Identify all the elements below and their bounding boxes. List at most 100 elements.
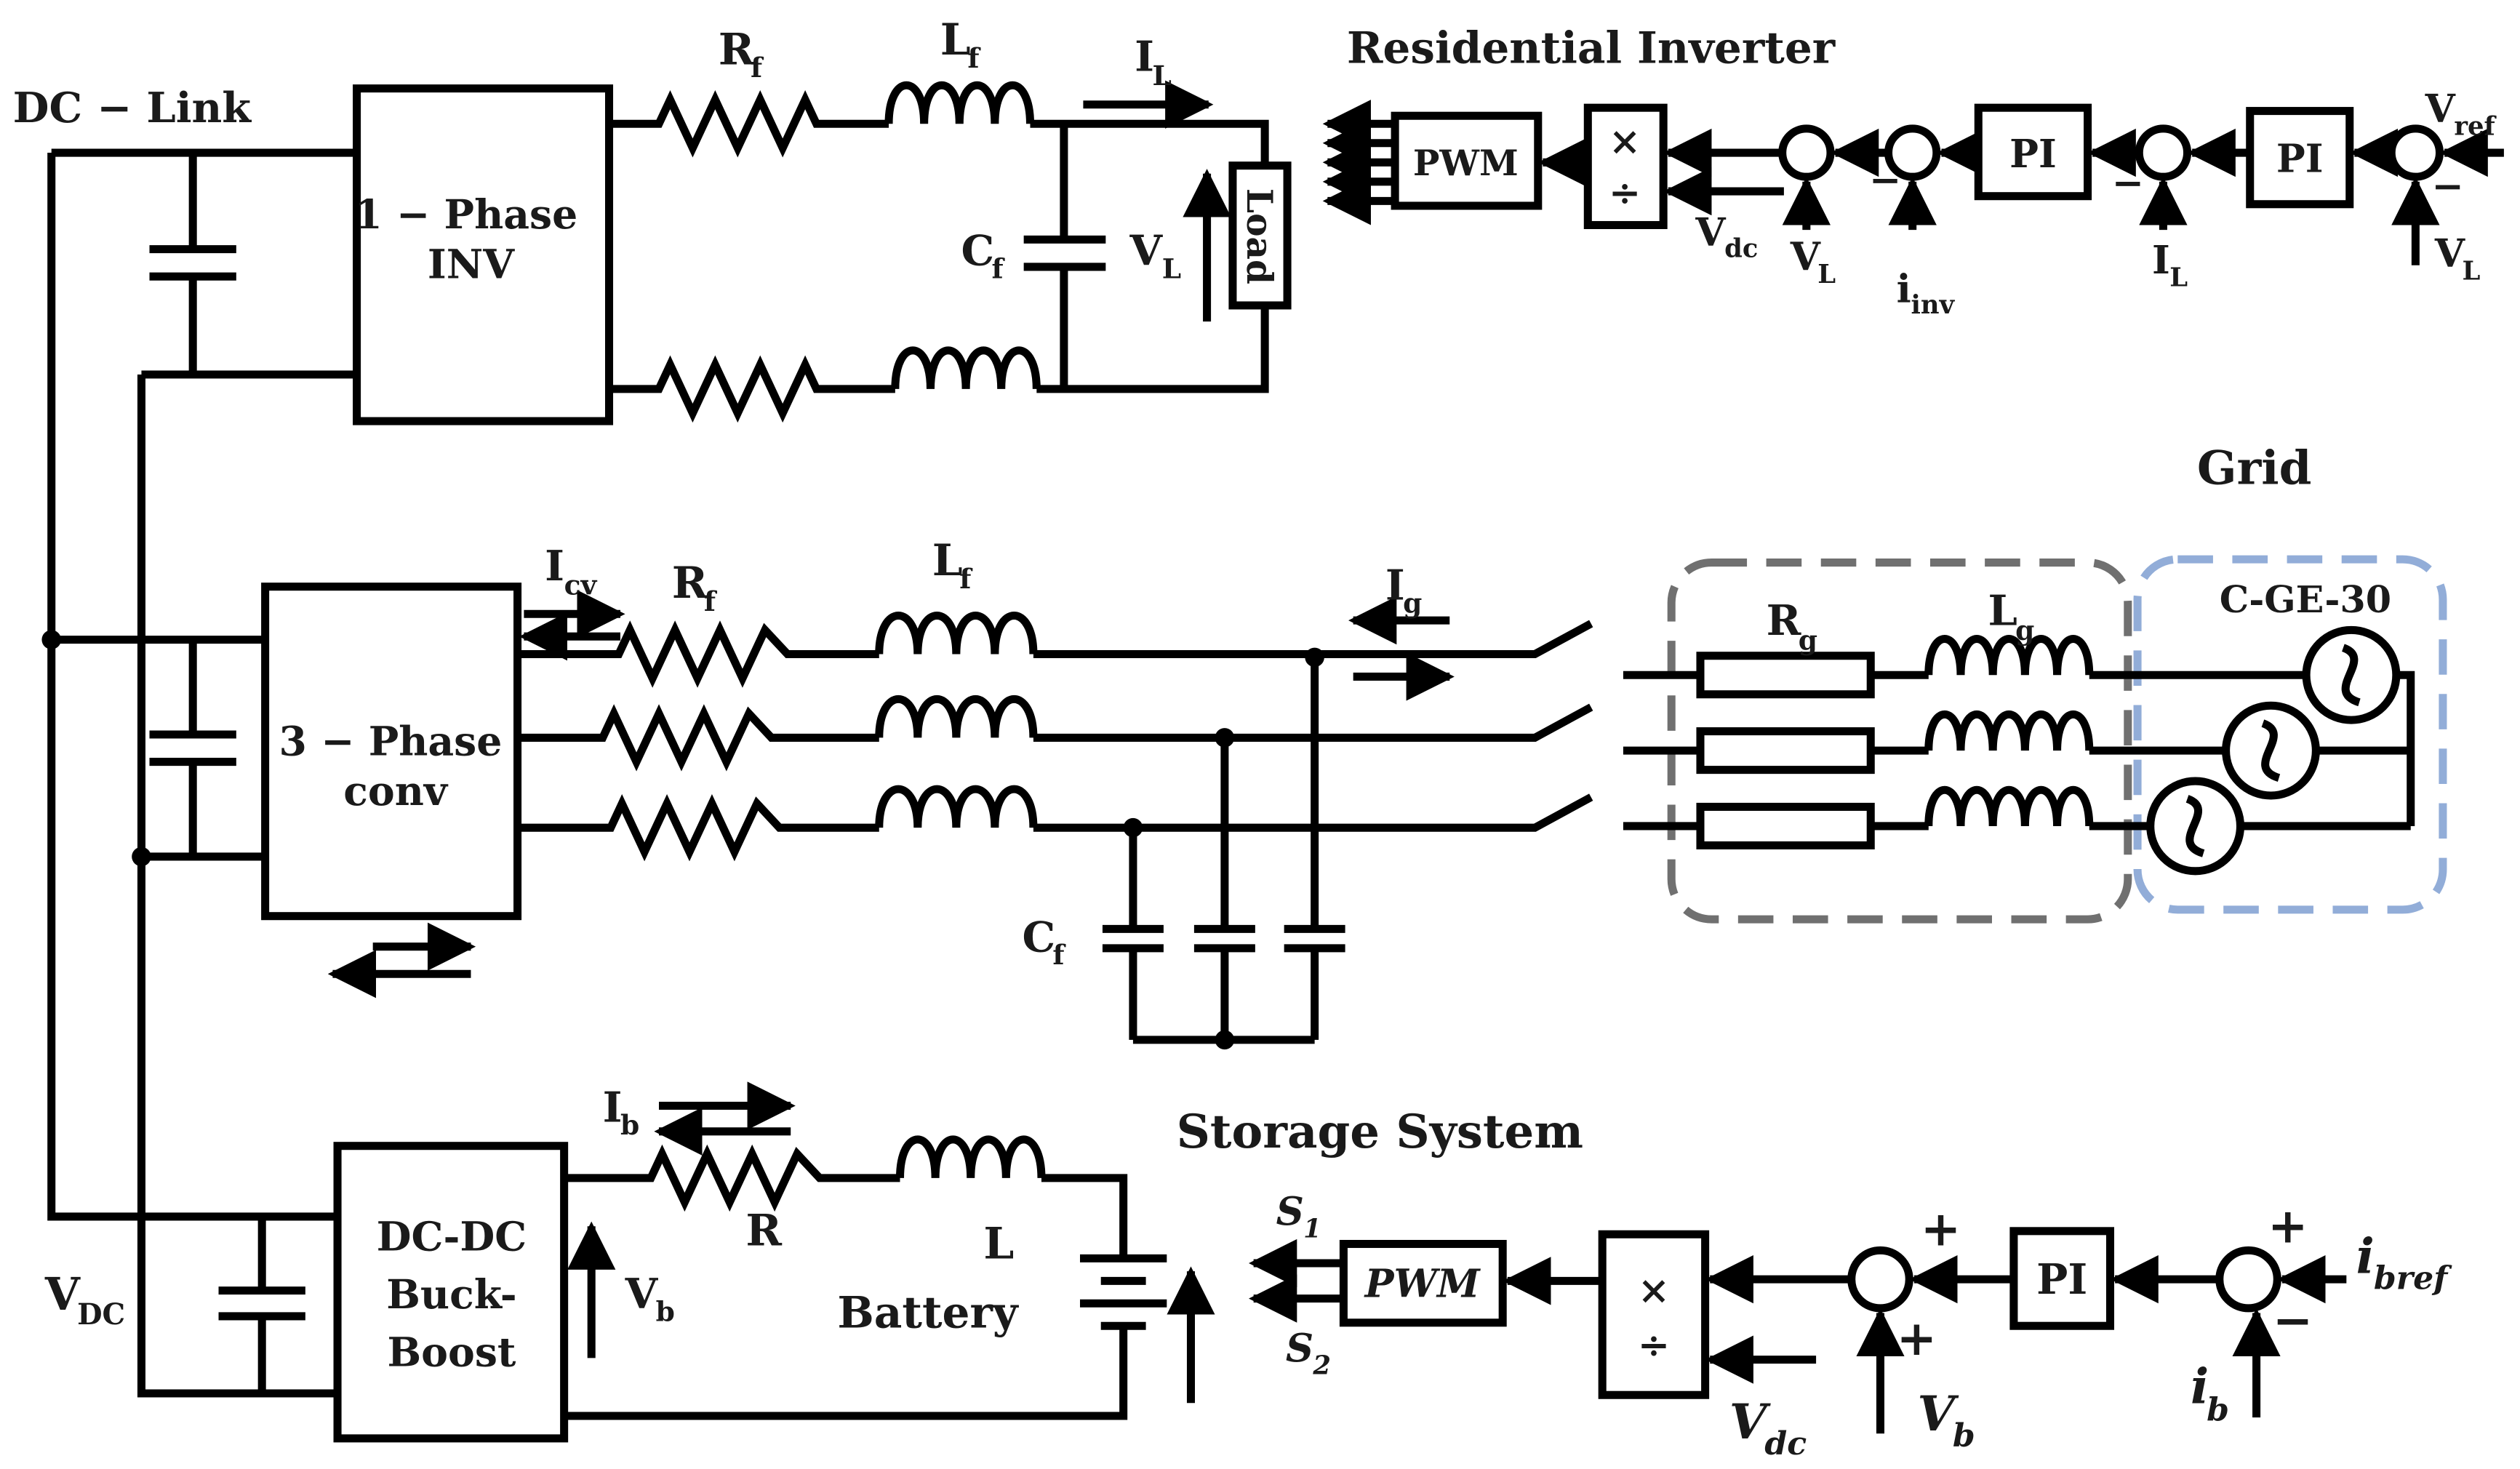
residential-vl-label: V L	[1790, 233, 1836, 289]
svg-text:I: I	[1135, 31, 1154, 81]
converter-power-flow-arrows	[327, 590, 1455, 998]
vl-top-label: V L	[1129, 226, 1182, 285]
storage-vb-label: V b	[1917, 1385, 1975, 1454]
svg-text:b: b	[656, 1296, 675, 1328]
svg-text:S: S	[1276, 1188, 1304, 1234]
storage-vdc-label: V dc	[1729, 1393, 1807, 1462]
svg-text:V: V	[625, 1269, 659, 1318]
dc-link-rails	[41, 148, 357, 1398]
svg-text:I: I	[545, 541, 564, 591]
svg-text:R: R	[672, 558, 708, 609]
dcdc-label-line1: DC-DC	[377, 1213, 527, 1260]
svg-text:1: 1	[1303, 1214, 1321, 1244]
storage-sign-plus-1: +	[1921, 1201, 1961, 1257]
storage-ib-label: i b	[2191, 1358, 2229, 1428]
cf-top-label: C f	[961, 226, 1005, 285]
residential-sign-minus-1: −	[1869, 156, 1901, 202]
single-phase-inverter-block	[353, 84, 614, 425]
svg-text:f: f	[704, 585, 718, 617]
storage-pwm-block	[1339, 1239, 1507, 1327]
residential-pwm-label: PWM	[1413, 143, 1519, 184]
svg-text:ref: ref	[2454, 112, 2497, 142]
inverter-filter-circuit	[609, 80, 1292, 423]
svg-text:f: f	[967, 42, 981, 74]
residential-vref-label: V ref	[2425, 86, 2497, 142]
svg-text:V: V	[1129, 226, 1164, 276]
svg-text:f: f	[1052, 939, 1066, 971]
residential-control-loop	[1322, 100, 2504, 265]
storage-pi-label: PI	[2036, 1254, 2087, 1304]
residential-pi-label-2: PI	[2276, 136, 2324, 182]
s1-label: S 1	[1276, 1188, 1321, 1244]
vdc-main-label: V DC	[44, 1268, 125, 1332]
svg-text:2: 2	[1312, 1351, 1331, 1381]
svg-text:i: i	[1897, 266, 1911, 312]
lg-label: L g	[1988, 586, 2035, 647]
storage-sign-plus-2: +	[1897, 1310, 1937, 1366]
svg-text:g: g	[2015, 615, 2034, 647]
svg-text:L: L	[932, 535, 963, 586]
svg-text:V: V	[1790, 233, 1821, 279]
icv-label: I cv	[545, 541, 597, 601]
residential-iinv-label: i inv	[1897, 266, 1956, 320]
inverter-label-line2: INV	[428, 241, 515, 288]
svg-text:C: C	[1022, 912, 1055, 961]
dcdc-label-line2: Buck-	[386, 1271, 516, 1318]
storage-power-circuit	[564, 1081, 1215, 1420]
residential-pi-block-2	[2246, 107, 2354, 209]
storage-system-title: Storage System	[1177, 1105, 1584, 1159]
svg-text:V: V	[44, 1268, 81, 1321]
svg-text:I: I	[1385, 560, 1405, 609]
cf-mid-label: C f	[1022, 912, 1066, 971]
svg-text:C: C	[961, 226, 994, 276]
storage-div-label: ÷	[1638, 1321, 1670, 1367]
svg-text:f: f	[991, 252, 1005, 284]
svg-text:DC: DC	[77, 1298, 125, 1332]
svg-text:I: I	[603, 1083, 623, 1132]
storage-mul-label: ×	[1638, 1267, 1670, 1313]
l-label: L	[983, 1218, 1014, 1269]
converter-label-line1: 3 − Phase	[279, 719, 503, 766]
svg-text:L: L	[1162, 252, 1181, 284]
residential-sign-minus-3: −	[2431, 163, 2463, 209]
rg-label: R g	[1767, 596, 1817, 656]
storage-pwm-label: PWM	[1364, 1260, 1481, 1306]
three-phase-converter-block	[261, 583, 522, 921]
residential-inverter-title: Residential Inverter	[1347, 23, 1836, 73]
storage-control-loop	[1249, 1227, 2347, 1434]
load-block	[1228, 161, 1292, 310]
svg-text:b: b	[2207, 1392, 2229, 1429]
grid-source-group	[2133, 555, 2447, 914]
svg-text:i: i	[2191, 1358, 2209, 1414]
vb-label: V b	[625, 1269, 675, 1328]
residential-div-label: ÷	[1609, 169, 1641, 215]
storage-sign-plus-3: +	[2268, 1197, 2308, 1254]
svg-text:b: b	[1953, 1417, 1975, 1454]
svg-text:L: L	[1988, 586, 2017, 636]
residential-pi-label-1: PI	[2009, 131, 2057, 177]
svg-text:L: L	[940, 15, 971, 65]
r-label: R	[745, 1206, 782, 1257]
source-group-label: C-GE-30	[2220, 577, 2391, 621]
lf-mid-label: L f	[932, 535, 974, 595]
grid-impedance-group	[1667, 559, 2132, 924]
svg-text:L: L	[1152, 60, 1171, 92]
svg-text:V: V	[1917, 1385, 1959, 1442]
s2-label: S 2	[1286, 1325, 1331, 1381]
residential-sum-1	[1778, 124, 1835, 181]
converter-label-line2: conv	[343, 768, 449, 815]
svg-text:V: V	[2425, 86, 2456, 132]
svg-text:L: L	[1817, 260, 1836, 289]
svg-text:g: g	[1799, 624, 1817, 656]
dc-link-label: DC − Link	[13, 83, 252, 132]
svg-text:cv: cv	[564, 569, 598, 601]
svg-text:g: g	[1403, 587, 1422, 619]
svg-text:V: V	[1729, 1393, 1772, 1450]
svg-text:L: L	[2169, 263, 2188, 292]
svg-text:V: V	[1695, 209, 1726, 255]
battery-label: Battery	[837, 1287, 1020, 1338]
svg-text:inv: inv	[1911, 290, 1955, 320]
load-label: Load	[1239, 188, 1280, 284]
svg-text:V: V	[2434, 231, 2465, 276]
dcdc-buck-boost-block	[333, 1142, 569, 1443]
